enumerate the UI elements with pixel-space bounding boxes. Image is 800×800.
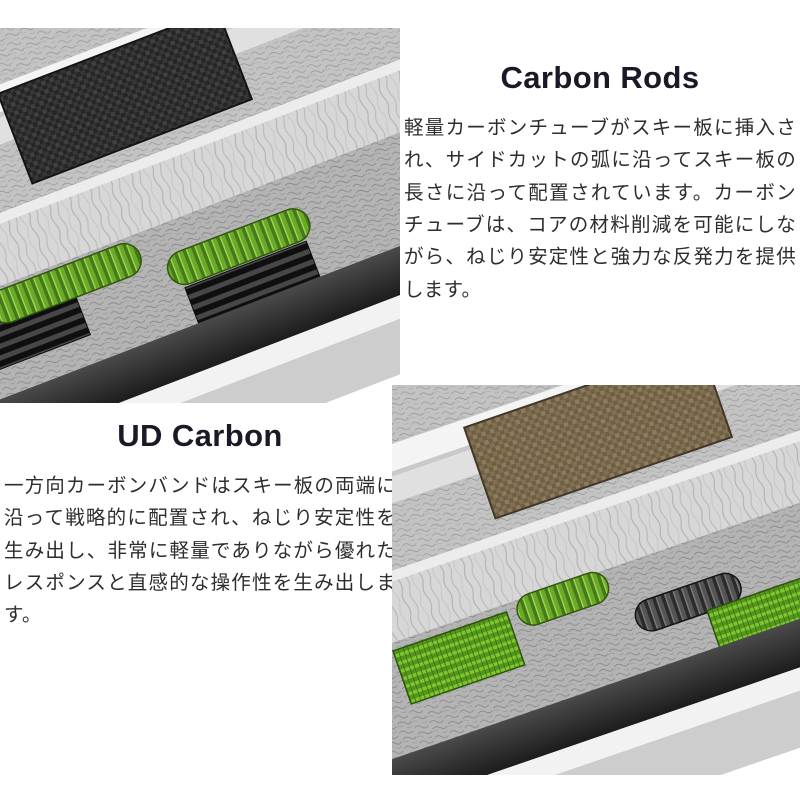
base-topsheet-layer bbox=[392, 589, 800, 775]
carbon-rods-illustration bbox=[0, 28, 400, 403]
wood-core-top-face bbox=[392, 385, 800, 641]
base-layer bbox=[392, 609, 800, 775]
carbon-tube bbox=[166, 208, 311, 286]
base-layer bbox=[0, 228, 400, 403]
base-topsheet-layer bbox=[0, 208, 400, 403]
wood-core-layer bbox=[0, 28, 400, 339]
ud-band-pad bbox=[392, 610, 526, 705]
carbon-rods-description: 軽量カーボンチューブがスキー板に挿入され、サイドカットの弧に沿ってスキー板の長さ… bbox=[404, 117, 796, 301]
ud-carbon-illustration bbox=[392, 385, 800, 775]
section-ud-carbon: UD Carbon 一方向カーボンバンドはスキー板の両端に沿って戦略的に配置され… bbox=[4, 418, 396, 632]
sidewall-layer bbox=[392, 545, 800, 775]
carbon-tube bbox=[516, 571, 610, 626]
carbon-rods-title: Carbon Rods bbox=[500, 60, 700, 95]
wood-core-layer bbox=[392, 386, 800, 696]
carbon-tube-dark bbox=[634, 572, 742, 632]
section-carbon-rods: Carbon Rods 軽量カーボンチューブがスキー板に挿入され、サイドカットの… bbox=[404, 60, 796, 306]
carbon-weave-patch-tan bbox=[462, 385, 734, 520]
wood-core-top-face bbox=[0, 28, 400, 285]
sidewall-layer bbox=[0, 165, 400, 403]
fiber-base-layer bbox=[392, 441, 800, 775]
ud-carbon-description: 一方向カーボンバンドはスキー板の両端に沿って戦略的に配置され、ねじり安定性を生み… bbox=[4, 475, 396, 627]
carbon-weave-patch bbox=[0, 28, 254, 185]
ud-carbon-title: UD Carbon bbox=[117, 418, 283, 453]
carbon-tube bbox=[0, 242, 142, 324]
